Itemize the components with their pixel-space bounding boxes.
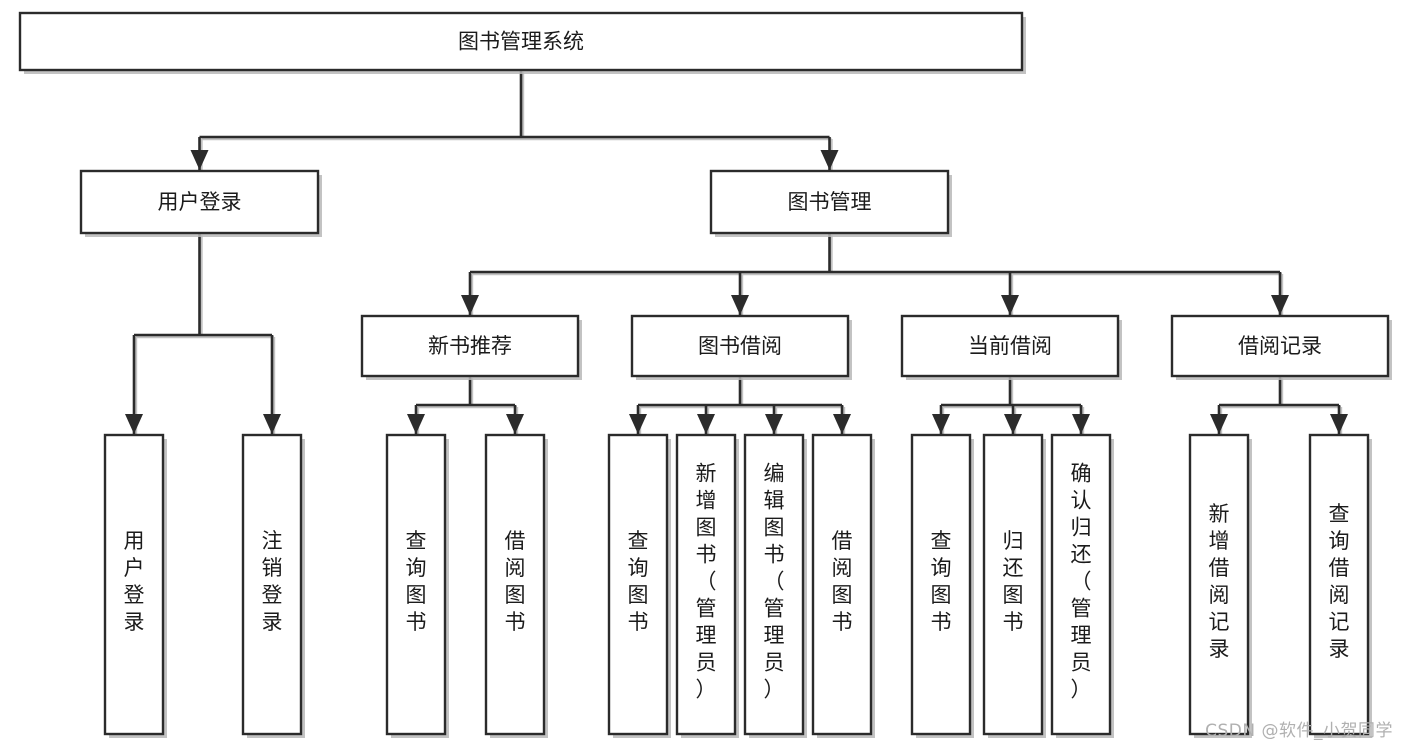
node-label: 查询图书 [931, 529, 952, 634]
node-label: 注销登录 [262, 529, 283, 634]
watermark-label: CSDN @软件_小贺同学 [1205, 721, 1393, 741]
node-label: 查询图书 [406, 529, 427, 634]
node-level3[interactable]: 借阅记录 [1170, 314, 1392, 380]
node-label: 归还图书 [1003, 529, 1024, 634]
node-label: 图书借阅 [698, 334, 782, 358]
node-level3[interactable]: 新书推荐 [360, 314, 582, 380]
arrow-head-icon [1001, 295, 1019, 315]
node-leaf[interactable]: 查询图书 [607, 433, 671, 738]
node-label: 图书管理系统 [458, 30, 584, 54]
node-leaf[interactable]: 编辑图书（管理员） [743, 433, 807, 738]
arrow-head-icon [1004, 414, 1022, 434]
node-level3[interactable]: 当前借阅 [900, 314, 1122, 380]
arrow-head-icon [125, 414, 143, 434]
node-label: 借阅图书 [505, 529, 526, 634]
arrow-head-icon [932, 414, 950, 434]
node-label: 查询图书 [628, 529, 649, 634]
node-level2[interactable]: 用户登录 [79, 169, 322, 237]
node-leaf[interactable]: 新增借阅记录 [1188, 433, 1252, 738]
node-leaf[interactable]: 借阅图书 [811, 433, 875, 738]
node-leaf[interactable]: 新增图书（管理员） [675, 433, 739, 738]
node-label: 借阅图书 [832, 529, 853, 634]
node-level3[interactable]: 图书借阅 [630, 314, 852, 380]
arrow-head-icon [461, 295, 479, 315]
node-label: 查询借阅记录 [1329, 502, 1350, 661]
node-label: 编辑图书（管理员） [764, 462, 785, 702]
node-label: 图书管理 [788, 190, 872, 214]
arrow-head-icon [629, 414, 647, 434]
node-leaf[interactable]: 借阅图书 [484, 433, 548, 738]
arrow-head-icon [697, 414, 715, 434]
node-leaf[interactable]: 查询图书 [910, 433, 974, 738]
node-leaf[interactable]: 查询借阅记录 [1308, 433, 1372, 738]
arrow-head-icon [833, 414, 851, 434]
node-leaf[interactable]: 确认归还（管理员） [1050, 433, 1114, 738]
connector-layer [125, 70, 1348, 436]
arrow-head-icon [1072, 414, 1090, 434]
arrow-head-icon [765, 414, 783, 434]
arrow-head-icon [506, 414, 524, 434]
node-layer: 图书管理系统用户登录图书管理新书推荐图书借阅当前借阅借阅记录用户登录注销登录查询… [18, 11, 1392, 738]
node-leaf[interactable]: 用户登录 [103, 433, 167, 738]
node-label: 新书推荐 [428, 334, 512, 358]
node-label: 确认归还（管理员） [1071, 462, 1092, 702]
node-label: 新增借阅记录 [1209, 502, 1230, 661]
arrow-head-icon [1210, 414, 1228, 434]
node-label: 借阅记录 [1238, 334, 1322, 358]
node-label: 用户登录 [158, 190, 242, 214]
arrow-head-icon [820, 150, 839, 170]
arrow-head-icon [263, 414, 281, 434]
node-label: 用户登录 [124, 529, 145, 634]
node-leaf[interactable]: 归还图书 [982, 433, 1046, 738]
node-level2[interactable]: 图书管理 [709, 169, 952, 237]
node-label: 当前借阅 [968, 334, 1052, 358]
arrow-head-icon [1271, 295, 1289, 315]
arrow-head-icon [407, 414, 425, 434]
node-leaf[interactable]: 注销登录 [241, 433, 305, 738]
node-leaf[interactable]: 查询图书 [385, 433, 449, 738]
arrow-head-icon [731, 295, 749, 315]
node-root[interactable]: 图书管理系统 [18, 11, 1026, 74]
node-label: 新增图书（管理员） [696, 462, 717, 702]
arrow-head-icon [190, 150, 209, 170]
arrow-head-icon [1330, 414, 1348, 434]
